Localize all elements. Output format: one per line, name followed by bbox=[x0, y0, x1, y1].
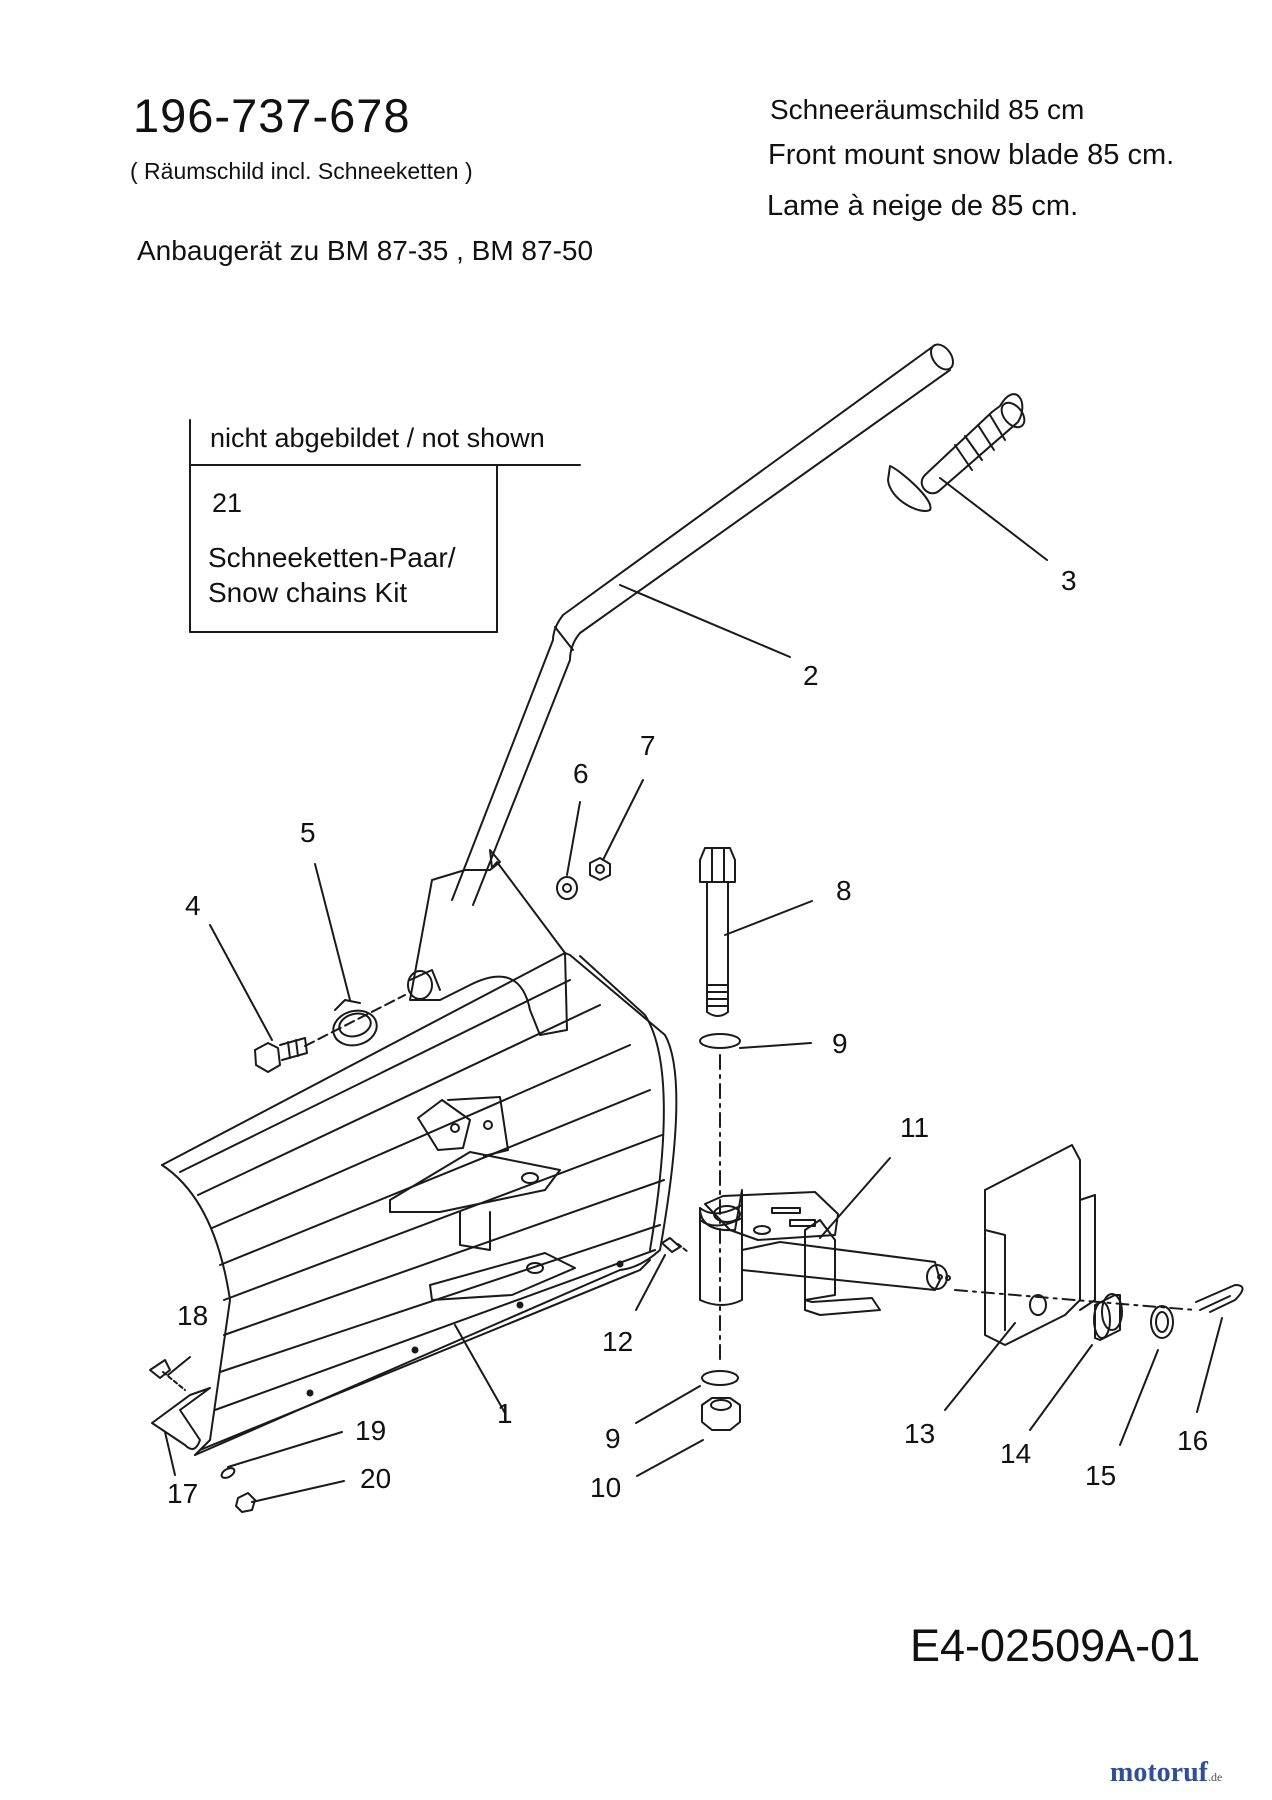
callout-16: 16 bbox=[1177, 1425, 1209, 1456]
callout-4: 4 bbox=[185, 890, 201, 921]
grease-fitting-12 bbox=[661, 1237, 689, 1253]
clamp-5 bbox=[332, 999, 378, 1047]
pivot-bracket bbox=[407, 849, 568, 1036]
bolt-4 bbox=[254, 1037, 308, 1073]
kit-subtitle: ( Räumschild incl. Schneeketten ) bbox=[130, 158, 473, 184]
callout-10: 10 bbox=[590, 1472, 622, 1503]
callout-6: 6 bbox=[573, 758, 589, 789]
callout-8: 8 bbox=[836, 875, 852, 906]
nut-10 bbox=[701, 1397, 741, 1431]
not-shown-description-line2: Snow chains Kit bbox=[208, 577, 408, 608]
side-axis bbox=[954, 1289, 1196, 1311]
title-french: Lame à neige de 85 cm. bbox=[767, 190, 1079, 222]
watermark-logo: motoruf.de bbox=[1110, 1757, 1222, 1789]
handle-grip bbox=[887, 393, 1026, 512]
washer-6 bbox=[556, 876, 578, 900]
callout-20: 20 bbox=[360, 1463, 392, 1494]
pivot-assembly-11 bbox=[699, 1189, 951, 1316]
handle-tube bbox=[451, 343, 954, 906]
callout-5: 5 bbox=[300, 817, 316, 848]
not-shown-header: nicht abgebildet / not shown bbox=[210, 423, 545, 453]
callout-12: 12 bbox=[602, 1326, 634, 1357]
compatibility-note: Anbaugerät zu BM 87-35 , BM 87-50 bbox=[137, 235, 594, 266]
washer-15 bbox=[1150, 1305, 1174, 1339]
watermark-tld: .de bbox=[1207, 1770, 1223, 1784]
blade-body bbox=[161, 952, 678, 1456]
leader-lines bbox=[164, 477, 1223, 1503]
nut-7 bbox=[589, 857, 611, 881]
nut-20 bbox=[235, 1492, 256, 1513]
hairpin-16 bbox=[1195, 1284, 1244, 1313]
callout-9-bottom: 9 bbox=[605, 1423, 621, 1454]
callout-1: 1 bbox=[497, 1398, 513, 1429]
callout-17: 17 bbox=[167, 1478, 199, 1509]
callout-14: 14 bbox=[1000, 1438, 1032, 1469]
model-number: 196-737-678 bbox=[133, 89, 411, 142]
callout-2: 2 bbox=[803, 660, 819, 691]
not-shown-description-line1: Schneeketten-Paar/ bbox=[208, 542, 456, 573]
not-shown-box bbox=[189, 419, 581, 633]
washer-19 bbox=[220, 1467, 236, 1479]
not-shown-part-number: 21 bbox=[212, 488, 243, 518]
title-german: Schneeräumschild 85 cm bbox=[770, 94, 1085, 125]
callout-3: 3 bbox=[1061, 565, 1077, 596]
washer-9-bottom bbox=[701, 1370, 739, 1386]
callout-9-top: 9 bbox=[832, 1028, 848, 1059]
callout-18: 18 bbox=[177, 1300, 209, 1331]
washer-9-top bbox=[699, 1033, 741, 1049]
callout-7: 7 bbox=[640, 730, 656, 761]
callout-11: 11 bbox=[900, 1112, 930, 1143]
callout-19: 19 bbox=[355, 1415, 387, 1446]
title-english: Front mount snow blade 85 cm. bbox=[768, 139, 1175, 171]
bushing-14 bbox=[1093, 1293, 1123, 1341]
screw-18 bbox=[149, 1359, 186, 1391]
callout-15: 15 bbox=[1085, 1460, 1117, 1491]
drawing-code: E4-02509A-01 bbox=[910, 1620, 1201, 1671]
bolt-axis bbox=[304, 994, 406, 1047]
skid-17 bbox=[151, 1387, 211, 1450]
callout-13: 13 bbox=[904, 1418, 936, 1449]
bolt-8 bbox=[699, 847, 736, 1017]
blade-mount-bracket bbox=[389, 1096, 576, 1301]
side-plate-13 bbox=[984, 1144, 1096, 1346]
watermark-name: motoruf bbox=[1110, 1757, 1208, 1788]
